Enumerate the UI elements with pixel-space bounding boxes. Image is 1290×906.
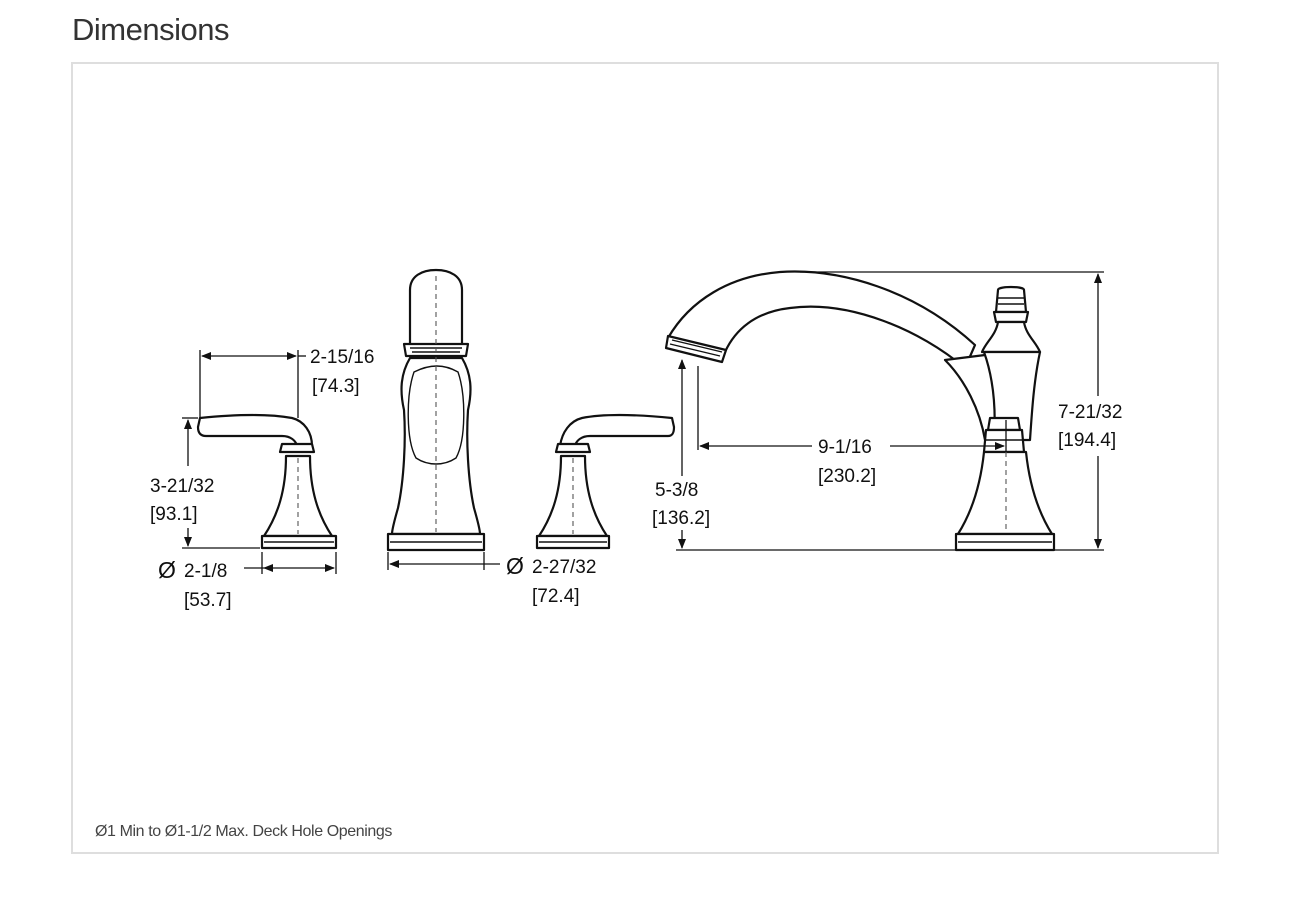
- outlet-height-metric: [136.2]: [652, 508, 710, 529]
- overall-height-fraction: 7-21/32: [1058, 402, 1122, 423]
- right-handle-valve: [535, 413, 676, 550]
- handle-reach-metric: [74.3]: [312, 376, 360, 397]
- diameter-symbol: Ø: [506, 553, 524, 579]
- overall-height-metric: [194.4]: [1058, 430, 1116, 451]
- dimension-lines: [182, 271, 1104, 574]
- page-title: Dimensions: [72, 12, 229, 47]
- handle-height-metric: [93.1]: [150, 504, 198, 525]
- deck-hole-footnote: Ø1 Min to Ø1-1/2 Max. Deck Hole Openings: [95, 823, 393, 840]
- spout-base-dia-metric: [72.4]: [532, 586, 580, 607]
- spout-reach-metric: [230.2]: [818, 466, 876, 487]
- handle-base-dia-metric: [53.7]: [184, 590, 232, 611]
- spout-reach-fraction: 9-1/16: [818, 437, 872, 458]
- handle-reach-fraction: 2-15/16: [310, 347, 374, 368]
- handle-height-fraction: 3-21/32: [150, 476, 214, 497]
- spout-base-dia-fraction: 2-27/32: [532, 557, 596, 578]
- handle-base-dia-fraction: 2-1/8: [184, 561, 227, 582]
- spout-front-view: [386, 268, 486, 552]
- outlet-height-fraction: 5-3/8: [655, 480, 698, 501]
- spout-side-view: [664, 270, 1056, 552]
- left-handle-valve: [196, 413, 338, 550]
- diameter-symbol: Ø: [158, 557, 176, 583]
